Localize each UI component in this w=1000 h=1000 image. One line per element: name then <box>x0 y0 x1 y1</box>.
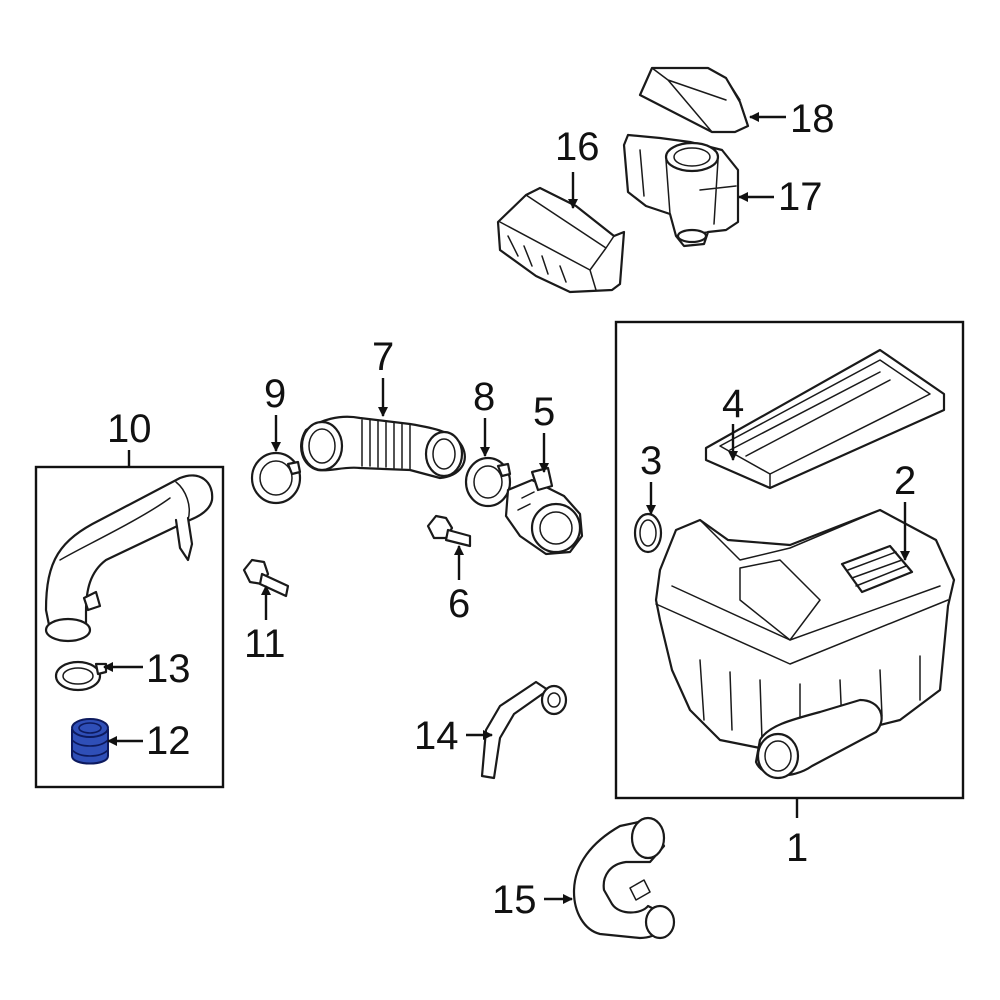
part-10-intake-tube[interactable] <box>44 474 214 643</box>
part-15-bent-duct[interactable] <box>572 816 676 940</box>
part-18-lid[interactable] <box>638 66 750 134</box>
callout-11: 11 <box>244 622 286 666</box>
callout-8: 8 <box>473 375 495 419</box>
part-7-hose[interactable] <box>300 415 466 480</box>
callout-6: 6 <box>448 582 470 626</box>
part-1-air-cleaner-box[interactable] <box>654 508 956 780</box>
part-16-air-duct[interactable] <box>496 186 626 294</box>
callout-13: 13 <box>146 647 191 691</box>
callout-14: 14 <box>414 714 459 758</box>
callout-5: 5 <box>533 390 555 434</box>
callout-9: 9 <box>264 372 286 416</box>
callout-7: 7 <box>372 335 394 379</box>
callout-10: 10 <box>107 407 152 451</box>
part-14-hose[interactable] <box>480 680 568 780</box>
part-9-clamp[interactable] <box>250 451 302 505</box>
part-5-maf-sensor[interactable] <box>504 466 584 556</box>
callout-15: 15 <box>492 878 537 922</box>
part-8-clamp[interactable] <box>464 456 512 508</box>
callout-12: 12 <box>146 719 191 763</box>
group-box-1 <box>614 320 965 800</box>
part-6-bolt[interactable] <box>426 514 472 548</box>
callout-1: 1 <box>786 826 808 870</box>
part-13-clamp[interactable] <box>54 660 108 692</box>
callout-18: 18 <box>790 97 835 141</box>
part-12-coupler[interactable] <box>71 718 109 765</box>
part-3-o-ring[interactable] <box>633 512 663 554</box>
callout-3: 3 <box>640 439 662 483</box>
callout-16: 16 <box>555 125 600 169</box>
part-4-air-filter[interactable] <box>704 348 946 490</box>
callout-2: 2 <box>894 459 916 503</box>
callout-17: 17 <box>778 175 823 219</box>
part-11-bolt[interactable] <box>242 558 290 598</box>
part-17-inlet-housing[interactable] <box>622 133 740 248</box>
callout-4: 4 <box>722 382 744 426</box>
